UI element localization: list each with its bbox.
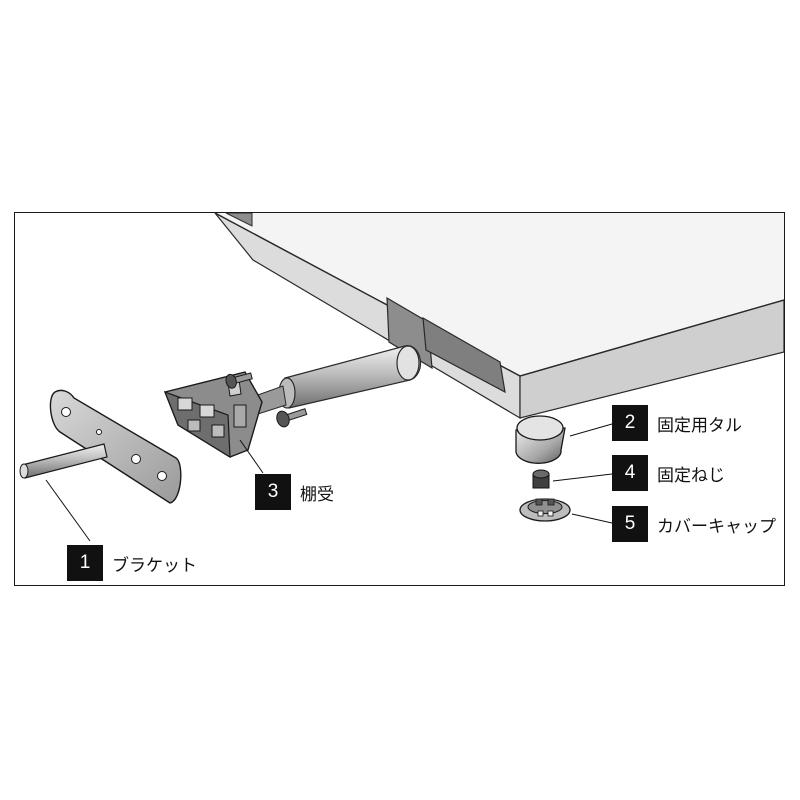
callout-number-5: 5	[612, 506, 648, 542]
leader-line-3	[239, 439, 264, 474]
part-4-fixing-screw	[532, 469, 550, 489]
callout-label-3: 棚受	[300, 484, 334, 505]
leader-lines	[45, 423, 613, 542]
shelf-board	[214, 213, 784, 420]
callout-number-1: 1	[67, 545, 103, 581]
part-1-bracket	[19, 389, 182, 504]
leader-line-4	[552, 473, 613, 482]
callout-1: 1 ブラケット	[67, 545, 197, 581]
callout-2: 2 固定用タル	[612, 405, 742, 441]
leader-line-1	[45, 479, 91, 542]
callout-3: 3 棚受	[255, 474, 334, 510]
callout-label-5: カバーキャップ	[657, 516, 776, 537]
part-3-shelf-support	[163, 345, 422, 459]
callout-label-4: 固定ねじ	[657, 465, 725, 486]
callout-label-2: 固定用タル	[657, 415, 742, 436]
leader-line-5	[571, 513, 613, 524]
leader-line-2	[569, 423, 613, 437]
callout-5: 5 カバーキャップ	[612, 506, 776, 542]
callout-label-1: ブラケット	[112, 555, 197, 576]
part-2-fixing-barrel	[515, 415, 566, 464]
callout-4: 4 固定ねじ	[612, 455, 725, 491]
callout-number-2: 2	[612, 405, 648, 441]
part-5-cover-cap	[519, 498, 571, 522]
callout-number-3: 3	[255, 474, 291, 510]
callout-number-4: 4	[612, 455, 648, 491]
